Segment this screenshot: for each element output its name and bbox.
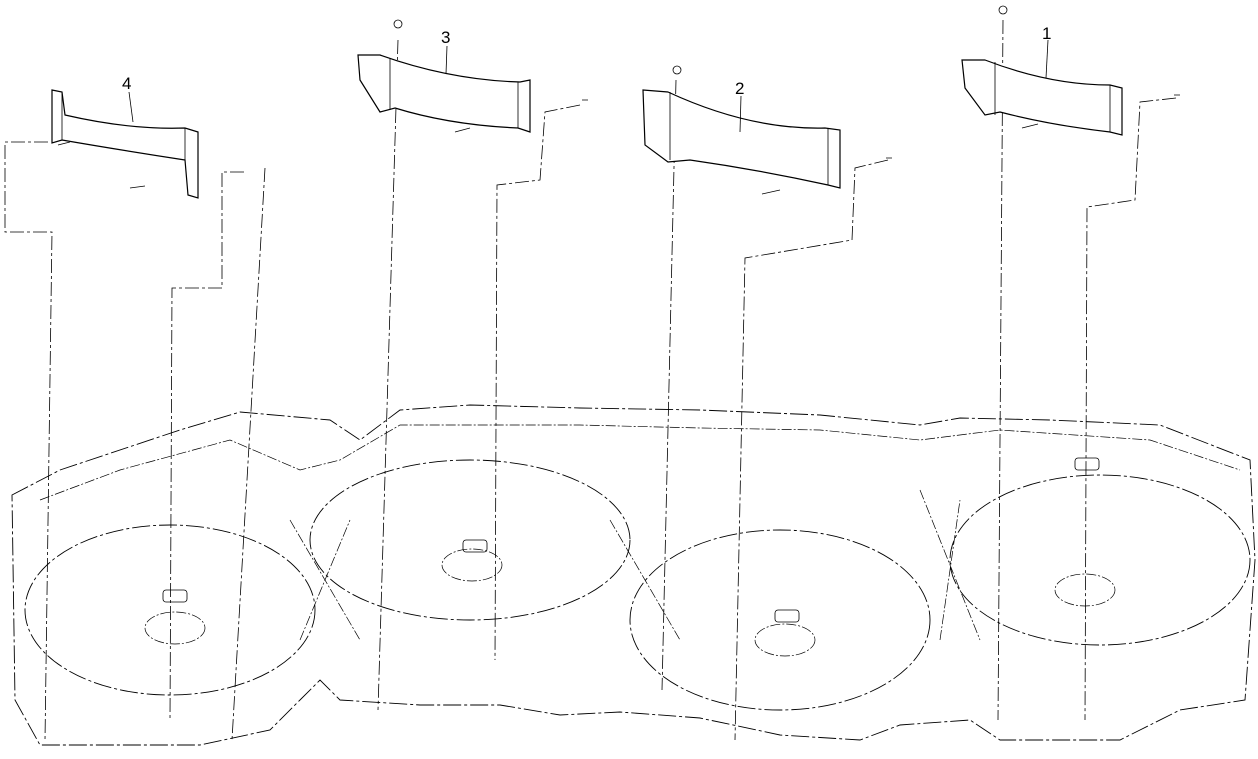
blade-housing-left — [24, 524, 316, 696]
mower-deck — [11, 404, 1256, 746]
baffle-part-3: 3 — [357, 19, 588, 133]
blade-housing-center-right — [629, 529, 931, 711]
callout-1: 1 — [1042, 24, 1051, 43]
baffle-part-4: 4 — [51, 74, 199, 199]
callout-2: 2 — [735, 79, 744, 98]
leader-lines — [4, 19, 1177, 741]
callout-4: 4 — [122, 74, 131, 93]
callout-3: 3 — [441, 28, 450, 47]
blade-housing-right — [949, 474, 1251, 646]
blade-housing-center-left — [309, 459, 631, 621]
baffle-part-2: 2 — [642, 65, 892, 195]
baffle-part-1: 1 — [961, 5, 1180, 136]
